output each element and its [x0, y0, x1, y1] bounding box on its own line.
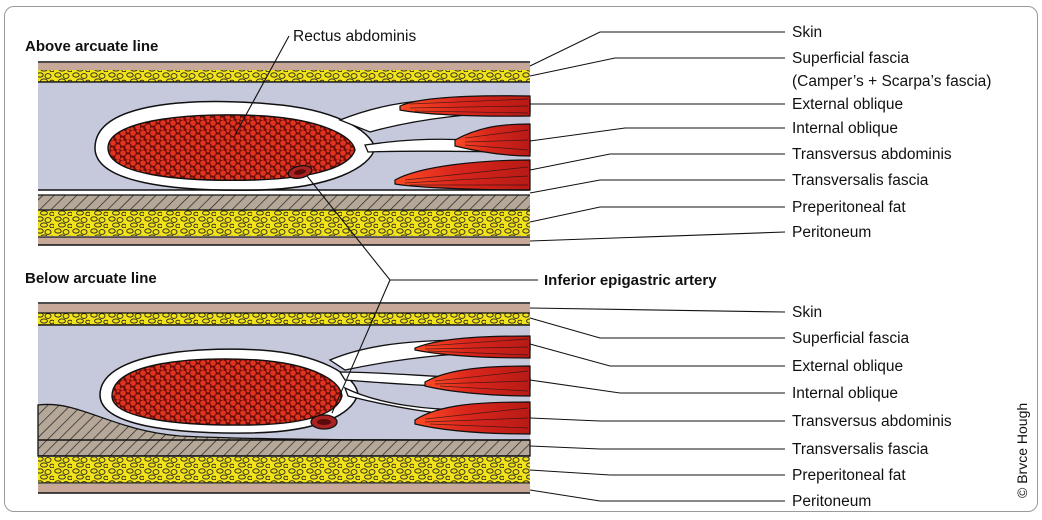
below-rectus-muscle	[112, 359, 342, 425]
above-peritoneum-layer	[38, 237, 530, 245]
above-label-internal-oblique: Internal oblique	[792, 120, 898, 137]
rectus-abdominis-label: Rectus abdominis	[293, 28, 416, 45]
below-label-superficial-fascia: Superficial fascia	[792, 330, 910, 347]
below-label-preperitoneal-fat: Preperitoneal fat	[792, 467, 906, 484]
above-label-peritoneum: Peritoneum	[792, 224, 871, 241]
above-arcuate-section	[38, 62, 530, 245]
below-label-list: Skin Superficial fascia External oblique…	[792, 304, 952, 510]
above-label-campers-scarpas: (Camper’s + Scarpa’s fascia)	[792, 73, 991, 90]
above-section-title: Above arcuate line	[25, 38, 158, 55]
above-label-skin: Skin	[792, 24, 822, 41]
above-hatched-layer	[38, 195, 530, 210]
below-peritoneum-layer	[38, 484, 530, 493]
below-preperitoneal-fat-layer	[38, 457, 530, 483]
above-superficial-fascia-layer	[38, 70, 530, 82]
inferior-epigastric-artery-label: Inferior epigastric artery	[544, 272, 717, 289]
above-preperitoneal-fat-layer	[38, 210, 530, 236]
above-label-list: Skin Superficial fascia (Camper’s + Scar…	[792, 24, 991, 241]
below-section-title: Below arcuate line	[25, 270, 157, 287]
below-superficial-fascia-layer	[38, 313, 530, 325]
below-label-skin: Skin	[792, 304, 822, 321]
above-rectus-muscle	[108, 115, 355, 180]
below-label-external-oblique: External oblique	[792, 358, 903, 375]
above-label-external-oblique: External oblique	[792, 96, 903, 113]
below-label-internal-oblique: Internal oblique	[792, 385, 898, 402]
below-label-transversalis-fascia: Transversalis fascia	[792, 441, 929, 458]
below-arcuate-section	[38, 303, 530, 493]
above-label-transversalis-fascia: Transversalis fascia	[792, 172, 929, 189]
above-label-transversus-abdominis: Transversus abdominis	[792, 146, 952, 163]
copyright-text: © Brvce Hough	[1014, 403, 1030, 498]
below-skin-layer	[38, 304, 530, 313]
above-label-superficial-fascia: Superficial fascia	[792, 50, 910, 67]
below-label-peritoneum: Peritoneum	[792, 493, 871, 510]
above-label-preperitoneal-fat: Preperitoneal fat	[792, 199, 906, 216]
below-label-transversus-abdominis: Transversus abdominis	[792, 413, 952, 430]
above-skin-layer	[38, 63, 530, 70]
